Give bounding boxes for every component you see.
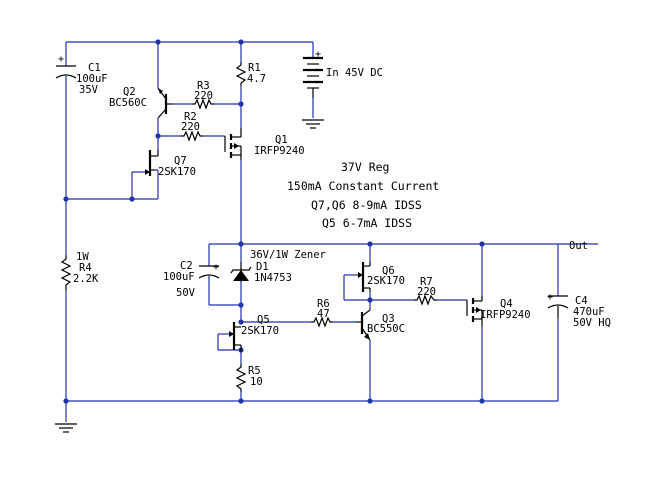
r2-ref: R2	[184, 111, 197, 123]
r1-resistor-symbol	[235, 62, 247, 86]
ground-symbol-left	[55, 423, 77, 433]
q6-part: 2SK170	[367, 275, 405, 287]
q7-part: 2SK170	[158, 166, 196, 178]
c4-capacitor-symbol	[547, 295, 569, 318]
r5-ref: R5	[248, 365, 261, 377]
q4-ref: Q4	[500, 298, 513, 310]
q3-ref: Q3	[382, 313, 395, 325]
note-q5-idss: Q5 6-7mA IDSS	[322, 216, 412, 230]
c4-value: 470uF	[573, 306, 605, 318]
c2-capacitor-symbol	[198, 265, 220, 279]
q5-ref: Q5	[257, 314, 270, 326]
c1-value: 100uF	[76, 73, 108, 85]
r7-ref: R7	[420, 276, 433, 288]
junction-dots	[63, 39, 485, 404]
q2-ref: Q2	[123, 86, 136, 98]
c4-ref: C4	[575, 295, 588, 307]
c1-plus-sign: +	[58, 54, 64, 65]
r4-ref: R4	[79, 262, 92, 274]
r3-value: 220	[194, 90, 213, 102]
q4-pmosfet-symbol	[466, 296, 483, 326]
d1-ref: D1	[256, 261, 269, 273]
c2-ref: C2	[180, 260, 193, 272]
r6-value: 47	[317, 308, 330, 320]
q6-jfet-symbol	[358, 262, 371, 292]
output-label: Out	[569, 240, 588, 252]
d1-zener-symbol	[230, 262, 252, 282]
ground-symbol-battery	[302, 119, 324, 129]
d1-part: 1N4753	[254, 272, 292, 284]
r5-resistor-symbol	[235, 364, 247, 392]
q3-npn-transistor-symbol	[356, 309, 371, 341]
r4-value: 2.2K	[73, 273, 99, 285]
r4-power: 1W	[76, 251, 89, 263]
q5-jfet-symbol	[229, 322, 242, 352]
r7-value: 220	[417, 286, 436, 298]
r4-resistor-symbol	[60, 255, 72, 290]
c4-plus-sign: +	[547, 292, 553, 303]
q7-ref: Q7	[174, 155, 187, 167]
q1-part: IRFP9240	[254, 145, 305, 157]
r1-value: 4.7	[247, 73, 266, 85]
q3-part: BC550C	[367, 323, 405, 335]
r3-ref: R3	[197, 80, 210, 92]
battery-plus-sign: +	[315, 49, 321, 60]
q4-part: IRFP9240	[480, 309, 531, 321]
r6-ref: R6	[317, 298, 330, 310]
q5-part: 2SK170	[241, 325, 279, 337]
q1-ref: Q1	[275, 134, 288, 146]
battery-symbol	[303, 56, 323, 98]
c1-ref: C1	[88, 62, 101, 74]
q2-pnp-transistor-symbol	[157, 87, 172, 119]
note-regulator: 37V Reg	[341, 160, 389, 174]
r1-ref: R1	[248, 62, 261, 74]
note-q7-q6-idss: Q7,Q6 8-9mA IDSS	[311, 198, 422, 212]
c2-plus-sign: +	[213, 262, 219, 273]
q6-ref: Q6	[382, 265, 395, 277]
r3-resistor-symbol	[192, 98, 214, 110]
q1-pmosfet-symbol	[224, 128, 242, 160]
note-constant-current: 150mA Constant Current	[287, 179, 439, 193]
r6-resistor-symbol	[311, 316, 333, 328]
r7-resistor-symbol	[414, 294, 437, 306]
c1-capacitor-symbol	[55, 65, 77, 79]
c1-rating: 35V	[79, 84, 99, 96]
supply-label: In 45V DC	[326, 67, 383, 79]
q7-jfet-symbol	[145, 150, 159, 176]
c2-rating: 50V	[176, 287, 196, 299]
zener-note: 36V/1W Zener	[250, 249, 326, 261]
r2-value: 220	[181, 121, 200, 133]
c2-value: 100uF	[163, 271, 195, 283]
wires	[65, 41, 598, 422]
r5-value: 10	[250, 376, 263, 388]
r2-resistor-symbol	[181, 130, 203, 142]
c4-rating: 50V HQ	[573, 317, 611, 329]
q2-part: BC560C	[109, 97, 147, 109]
